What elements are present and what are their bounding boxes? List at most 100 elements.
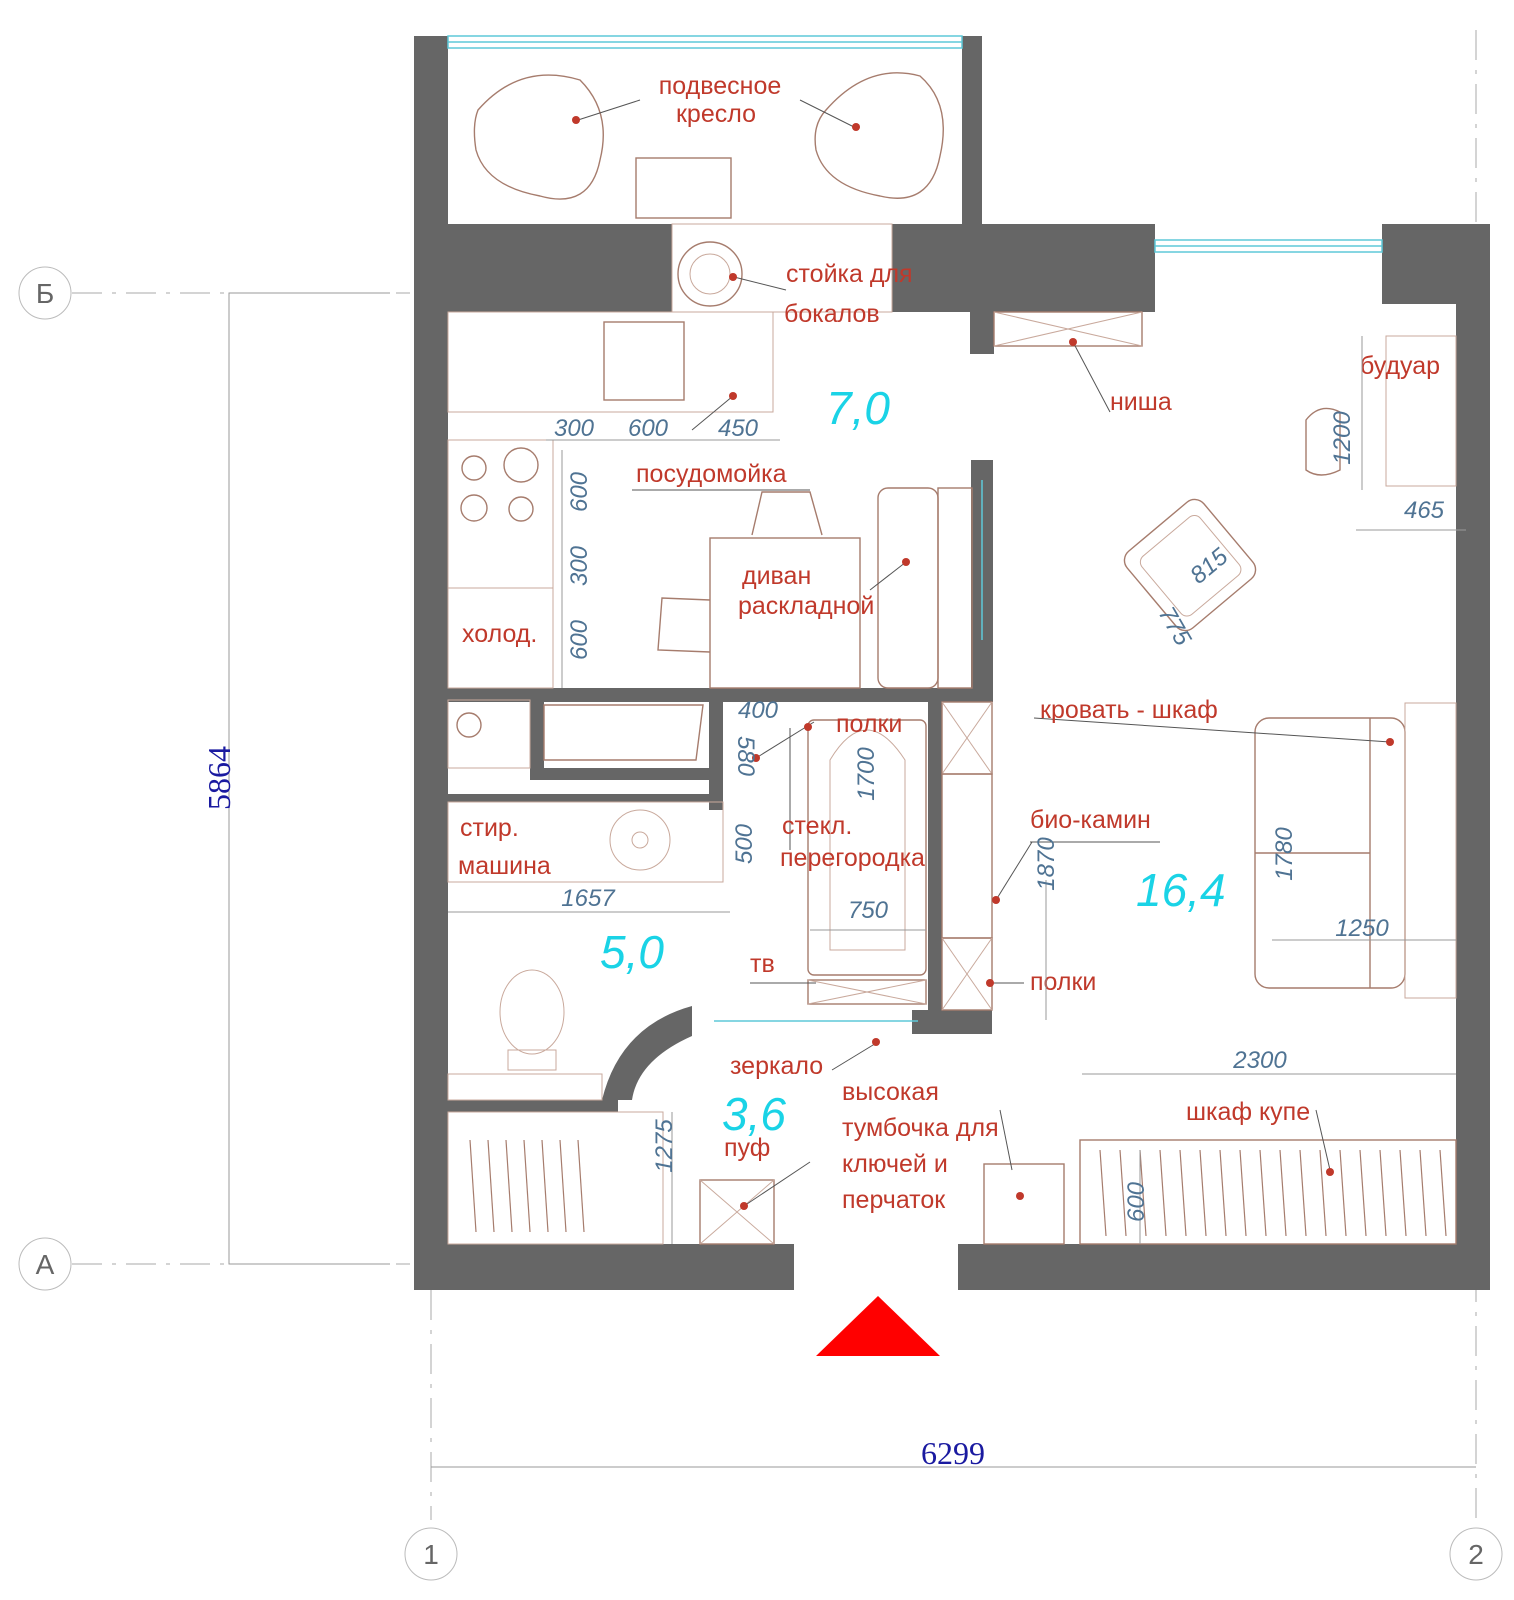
area-hall: 3,6 (722, 1088, 786, 1140)
label-bio-fireplace: био-камин (1030, 806, 1151, 834)
area-labels: 7,0 16,4 5,0 3,6 (600, 382, 1226, 1140)
overall-height: 5864 (201, 746, 237, 810)
label-glass-partition-line2: перегородка (780, 844, 925, 872)
hanger-line (1299, 1149, 1307, 1237)
hanger-line (1319, 1149, 1327, 1237)
dim-300-left: 300 (566, 545, 593, 586)
label-sofa-line2: раскладной (738, 592, 874, 620)
dim-400: 400 (738, 697, 779, 724)
label-fridge: холод. (462, 620, 537, 648)
hanger-line (1239, 1149, 1247, 1237)
hanger-line (541, 1139, 549, 1233)
dimension-values: 300 600 450 600 300 600 1200 465 815 775… (554, 411, 1445, 1222)
label-glass-rack-line2: бокалов (784, 300, 880, 328)
label-boudoir: будуар (1360, 352, 1440, 380)
label-tall-cabinet-line4: перчаток (842, 1186, 946, 1214)
leaders (572, 99, 1394, 1210)
axis-2-marker (1449, 1527, 1503, 1581)
furniture (447, 72, 1457, 1245)
label-glass-rack-line1: стойка для (786, 260, 913, 288)
hanger-line (559, 1139, 567, 1233)
axis-a-marker (18, 1237, 72, 1291)
axis-1-marker (404, 1527, 458, 1581)
dim-600-top: 600 (628, 415, 669, 442)
label-tall-cabinet-line3: ключей и (842, 1150, 948, 1178)
label-washer-line1: стир. (460, 814, 519, 842)
area-bath: 5,0 (600, 926, 664, 978)
dim-1700: 1700 (853, 747, 880, 801)
walls (414, 36, 1490, 1290)
closet-hangers-right (1099, 1149, 1447, 1237)
room-labels: подвесное кресло стойка для бокалов ниша… (458, 72, 1440, 1214)
hanger-line (1339, 1149, 1347, 1237)
dim-450-top: 450 (718, 415, 759, 442)
dim-1275: 1275 (651, 1119, 678, 1173)
axis-1-label: 1 (423, 1539, 439, 1570)
dim-750: 750 (848, 897, 889, 924)
dim-465: 465 (1404, 497, 1445, 524)
label-dishwasher: посудомойка (636, 460, 787, 488)
dim-500: 500 (731, 823, 758, 864)
dim-775: 775 (1153, 602, 1197, 651)
hanger-line (1379, 1149, 1387, 1237)
hanger-line (1119, 1149, 1127, 1237)
label-mirror: зеркало (730, 1052, 823, 1080)
dim-1657: 1657 (561, 885, 616, 912)
area-living: 16,4 (1136, 864, 1226, 916)
dim-1780: 1780 (1271, 827, 1298, 881)
hanger-line (577, 1139, 585, 1233)
hanger-line (469, 1139, 477, 1233)
windows (447, 35, 1383, 253)
grid-axes: Б А 1 2 (18, 30, 1503, 1581)
label-washer-line2: машина (458, 852, 551, 880)
hanger-line (1179, 1149, 1187, 1237)
dim-580: 580 (732, 736, 759, 777)
hanger-line (1139, 1149, 1147, 1237)
hanger-line (523, 1139, 531, 1233)
dim-300-top: 300 (554, 415, 595, 442)
dim-2300: 2300 (1232, 1047, 1287, 1074)
hanger-line (1439, 1149, 1447, 1237)
label-sofa-line1: диван (742, 562, 811, 590)
area-kitchen: 7,0 (826, 382, 890, 434)
entrance-marker (816, 1296, 940, 1356)
overall-width: 6299 (921, 1435, 985, 1471)
axis-a-label: А (36, 1249, 55, 1280)
label-hanging-chair-line2: кресло (676, 100, 756, 128)
dimension-lines (448, 336, 1466, 1244)
dim-1250: 1250 (1335, 915, 1389, 942)
hanger-line (505, 1139, 513, 1233)
dim-600-wardrobe: 600 (1123, 1181, 1150, 1222)
label-shelves-living: полки (1030, 968, 1096, 996)
hanger-line (1399, 1149, 1407, 1237)
dim-1870: 1870 (1033, 837, 1060, 891)
label-hanging-chair-line1: подвесное (659, 72, 782, 100)
label-glass-partition-line1: стекл. (782, 812, 852, 840)
dim-600-left-2: 600 (566, 619, 593, 660)
label-pouf: пуф (724, 1134, 770, 1162)
dim-1200: 1200 (1329, 411, 1356, 465)
hanger-line (1259, 1149, 1267, 1237)
hanger-line (1419, 1149, 1427, 1237)
dim-600-left-1: 600 (566, 471, 593, 512)
closet-hangers-left (469, 1139, 585, 1233)
label-tv: тв (750, 950, 775, 978)
hanger-line (1359, 1149, 1367, 1237)
label-wardrobe: шкаф купе (1186, 1098, 1310, 1126)
hanger-line (1219, 1149, 1227, 1237)
hanger-line (1279, 1149, 1287, 1237)
axis-2-label: 2 (1468, 1539, 1484, 1570)
axis-b-marker (18, 266, 72, 320)
label-bed-wardrobe: кровать - шкаф (1040, 696, 1218, 724)
hanger-line (487, 1139, 495, 1233)
hanger-line (1199, 1149, 1207, 1237)
label-shelves-bath: полки (836, 710, 902, 738)
axis-b-label: Б (36, 278, 54, 309)
hanger-line (1099, 1149, 1107, 1237)
hanger-line (1159, 1149, 1167, 1237)
label-tall-cabinet-line1: высокая (842, 1078, 939, 1106)
label-niche: ниша (1110, 388, 1172, 416)
overall-dimensions: 5864 6299 (201, 292, 1476, 1471)
label-tall-cabinet-line2: тумбочка для (842, 1114, 999, 1142)
